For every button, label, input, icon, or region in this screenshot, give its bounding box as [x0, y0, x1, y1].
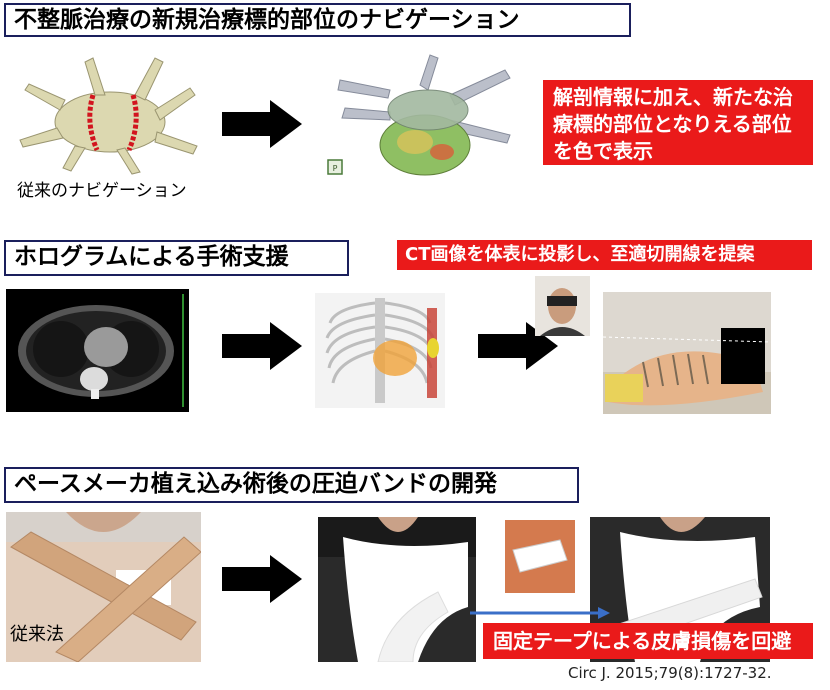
arrow-right-icon — [222, 555, 302, 603]
traditional-heart-model-image — [19, 57, 198, 175]
section3-callout: 固定テープによる皮膚損傷を回避 — [483, 623, 813, 659]
section1-title: 不整脈治療の新規治療標的部位のナビゲーション — [4, 3, 631, 37]
conventional-taping-photo — [6, 512, 201, 662]
hololens-user-photo — [535, 276, 590, 336]
section1-callout: 解剖情報に加え、新たな治療標的部位となりえる部位を色で表示 — [543, 80, 813, 165]
new-navigation-heart-model-image: P — [327, 54, 511, 176]
blue-arrow-icon — [470, 607, 610, 619]
ct-projection-on-body-photo — [603, 292, 771, 414]
svg-text:P: P — [333, 164, 338, 173]
compression-band-photo — [318, 517, 476, 662]
hologram-ribcage-image — [315, 293, 445, 408]
citation: Circ J. 2015;79(8):1727-32. — [568, 664, 772, 682]
conventional-method-caption: 従来法 — [10, 624, 64, 645]
band-material-photo — [505, 520, 575, 593]
arrow-right-icon — [222, 100, 302, 148]
arrow-right-icon — [222, 322, 302, 370]
section2-title: ホログラムによる手術支援 — [4, 240, 349, 276]
ct-scan-image — [6, 289, 189, 412]
traditional-navigation-caption: 従来のナビゲーション — [17, 181, 187, 201]
section2-callout: CT画像を体表に投影し、至適切開線を提案 — [397, 240, 812, 270]
section3-title: ペースメーカ植え込み術後の圧迫バンドの開発 — [4, 467, 579, 503]
